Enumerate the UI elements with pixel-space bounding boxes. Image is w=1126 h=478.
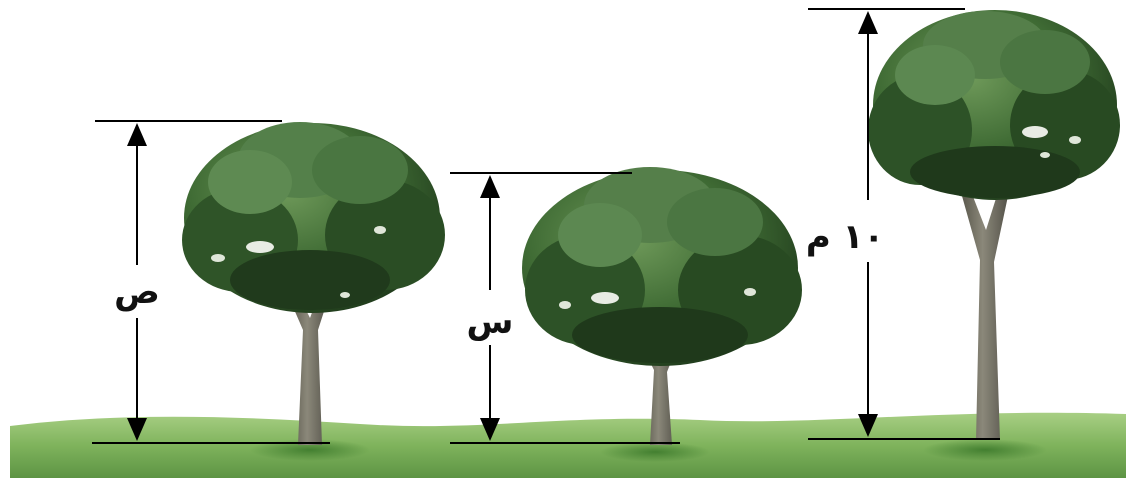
tree-left (182, 122, 445, 461)
right-height-label: ١٠ م (806, 217, 884, 257)
tree-right-canopy (868, 10, 1120, 200)
tree-middle (522, 167, 802, 462)
tree-right-shadow (923, 439, 1047, 461)
arrow-up-icon (480, 175, 500, 198)
arrow-up-icon (127, 123, 147, 146)
middle-height-label: س (467, 302, 514, 342)
tree-left-canopy (182, 122, 445, 313)
arrow-up-icon (858, 11, 878, 34)
tree-right (868, 10, 1120, 461)
left-height-label: ص (114, 272, 160, 312)
tree-right-trunk (962, 192, 1008, 440)
tree-middle-canopy (522, 167, 802, 366)
